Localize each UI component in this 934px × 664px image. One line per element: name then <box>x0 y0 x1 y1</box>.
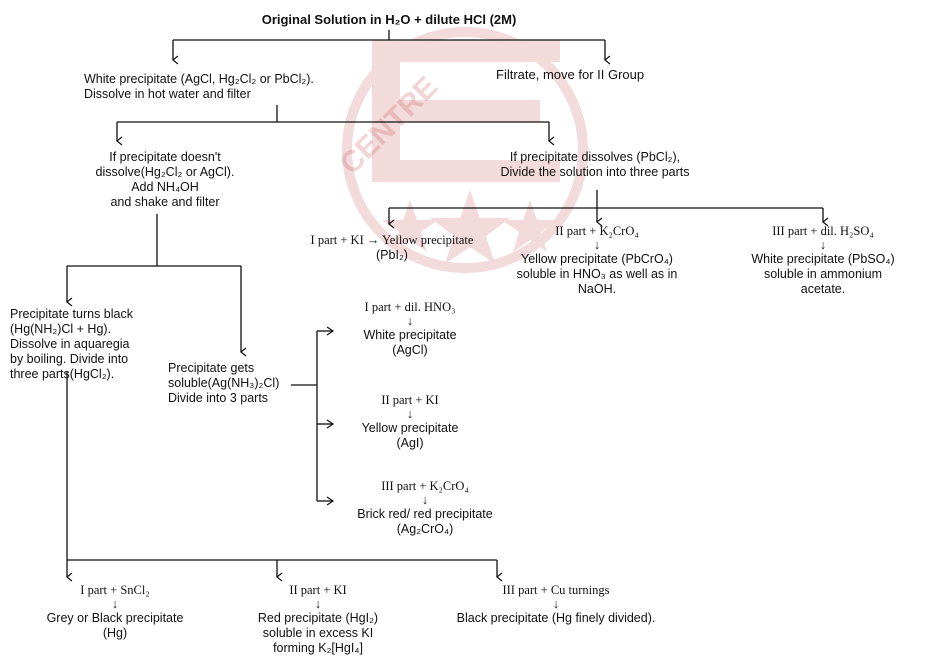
text-line: three parts(HgCl₂). <box>10 367 115 381</box>
text-line: Red precipitate (HgI₂) <box>257 611 379 625</box>
text-line: If precipitate doesn't <box>109 150 221 164</box>
text-line: Yellow precipitate <box>361 421 459 435</box>
text-line: If precipitate dissolves (PbCl₂), <box>509 150 681 164</box>
watermark-star-icon <box>382 200 438 252</box>
ag-part1-node: I part + dil. HNO₃ ↓ White precipitate(A… <box>330 300 490 358</box>
text-line: dissolve(Hg₂Cl₂ or AgCl). <box>95 165 235 179</box>
text-line: White precipitate <box>363 328 457 342</box>
text-line: Original Solution in H₂O + dilute HCl (2… <box>261 12 517 27</box>
ag-part2-test: II part + KI <box>381 393 439 407</box>
pb-part1-node: I part + KI → Yellow precipitate(PbI₂) <box>262 233 522 263</box>
watermark-stamp <box>372 40 560 182</box>
turns-black-node: Precipitate turns black(Hg(NH₂)Cl + Hg).… <box>10 307 133 382</box>
hg-part3-node: III part + Cu turnings ↓ Black precipita… <box>436 583 676 626</box>
filtrate-node: Filtrate, move for II Group <box>496 67 644 82</box>
hg-part3-result: Black precipitate (Hg finely divided). <box>436 611 676 626</box>
text-line: Add NH₄OH <box>131 180 199 194</box>
text-line: Black precipitate (Hg finely divided). <box>456 611 656 625</box>
connector-lines <box>66 30 829 582</box>
ag-part1-test: I part + dil. HNO₃ <box>364 300 456 314</box>
text-line: (Hg) <box>102 626 128 640</box>
text-line: Grey or Black precipitate <box>46 611 184 625</box>
pb-part2-node: II part + K₂CrO₄ ↓ Yellow precipitate (P… <box>490 224 704 297</box>
hg-part1-node: I part + SnCl₂ ↓ Grey or Black precipita… <box>20 583 210 641</box>
pb-part2-test: II part + K₂CrO₄ <box>555 224 639 238</box>
hg-part1-test: I part + SnCl₂ <box>80 583 150 597</box>
text-line: Filtrate, move for II Group <box>496 67 645 82</box>
text-line: Precipitate gets <box>168 361 255 375</box>
text-line: and shake and filter <box>110 195 220 209</box>
watermark-star-icon <box>502 200 558 252</box>
ag-part3-test: III part + K₂CrO₄ <box>381 479 469 493</box>
pb-part3-result: White precipitate (PbSO₄)soluble in ammo… <box>712 252 934 297</box>
text-line: soluble(Ag(NH₃)₂Cl) <box>168 376 280 390</box>
hg-part2-test: II part + KI <box>289 583 347 597</box>
dissolves-node: If precipitate dissolves (PbCl₂),Divide … <box>480 150 710 180</box>
down-arrow-icon: ↓ <box>552 597 560 611</box>
ag-part1-result: White precipitate(AgCl) <box>330 328 490 358</box>
ag-part2-node: II part + KI ↓ Yellow precipitate(AgI) <box>330 393 490 451</box>
hg-part3-test: III part + Cu turnings <box>502 583 610 597</box>
text-line: (PbI₂) <box>376 248 408 262</box>
hg-part2-node: II part + KI ↓ Red precipitate (HgI₂)sol… <box>228 583 408 656</box>
text-line: (AgI) <box>396 436 424 450</box>
down-arrow-icon: ↓ <box>406 314 414 328</box>
down-arrow-icon: ↓ <box>314 597 322 611</box>
pb-part3-node: III part + dil. H₂SO₄ ↓ White precipitat… <box>712 224 934 297</box>
pb-part3-test: III part + dil. H₂SO₄ <box>772 224 874 238</box>
hg-part2-result: Red precipitate (HgI₂)soluble in excess … <box>228 611 408 656</box>
text-line: acetate. <box>800 282 846 296</box>
text-line: (AgCl) <box>392 343 428 357</box>
watermark-star-icon <box>430 190 510 264</box>
text-line: by boiling. Divide into <box>10 352 129 366</box>
down-arrow-icon: ↓ <box>819 238 827 252</box>
text-line: White precipitate (PbSO₄) <box>751 252 895 266</box>
text-line: soluble in excess KI <box>262 626 374 640</box>
text-line: White precipitate (AgCl, Hg₂Cl₂ or PbCl₂… <box>84 72 314 86</box>
text-line: (Hg(NH₂)Cl + Hg). <box>10 322 112 336</box>
title-node: Original Solution in H₂O + dilute HCl (2… <box>244 12 534 27</box>
text-line: Dissolve in hot water and filter <box>84 87 251 101</box>
text-line: NaOH. <box>577 282 617 296</box>
text-line: Precipitate turns black <box>10 307 133 321</box>
text-line: forming K₂[HgI₄] <box>273 641 363 655</box>
text-line: (Ag₂CrO₄) <box>396 522 454 536</box>
hg-part1-result: Grey or Black precipitate(Hg) <box>20 611 210 641</box>
text-line: Dissolve in aquaregia <box>10 337 130 351</box>
text-line: Yellow precipitate (PbCrO₄) <box>521 252 673 266</box>
watermark-ring <box>342 27 588 273</box>
down-arrow-icon: ↓ <box>111 597 119 611</box>
text-line: soluble in ammonium <box>763 267 883 281</box>
text-line: I part + KI → Yellow precipitate <box>310 233 474 247</box>
ag-part3-node: III part + K₂CrO₄ ↓ Brick red/ red preci… <box>330 479 520 537</box>
down-arrow-icon: ↓ <box>406 407 414 421</box>
down-arrow-icon: ↓ <box>421 493 429 507</box>
pb-part2-result: Yellow precipitate (PbCrO₄)soluble in HN… <box>490 252 704 297</box>
watermark: CENTRE <box>334 27 588 273</box>
down-arrow-icon: ↓ <box>593 238 601 252</box>
group1-precipitate-node: White precipitate (AgCl, Hg₂Cl₂ or PbCl₂… <box>84 72 314 102</box>
text-line: Divide into 3 parts <box>168 391 269 405</box>
text-line: Brick red/ red precipitate <box>357 507 493 521</box>
ag-part3-result: Brick red/ red precipitate(Ag₂CrO₄) <box>330 507 520 537</box>
ag-part2-result: Yellow precipitate(AgI) <box>330 421 490 451</box>
text-line: Divide the solution into three parts <box>500 165 690 179</box>
text-line: soluble in HNO₃ as well as in <box>516 267 678 281</box>
